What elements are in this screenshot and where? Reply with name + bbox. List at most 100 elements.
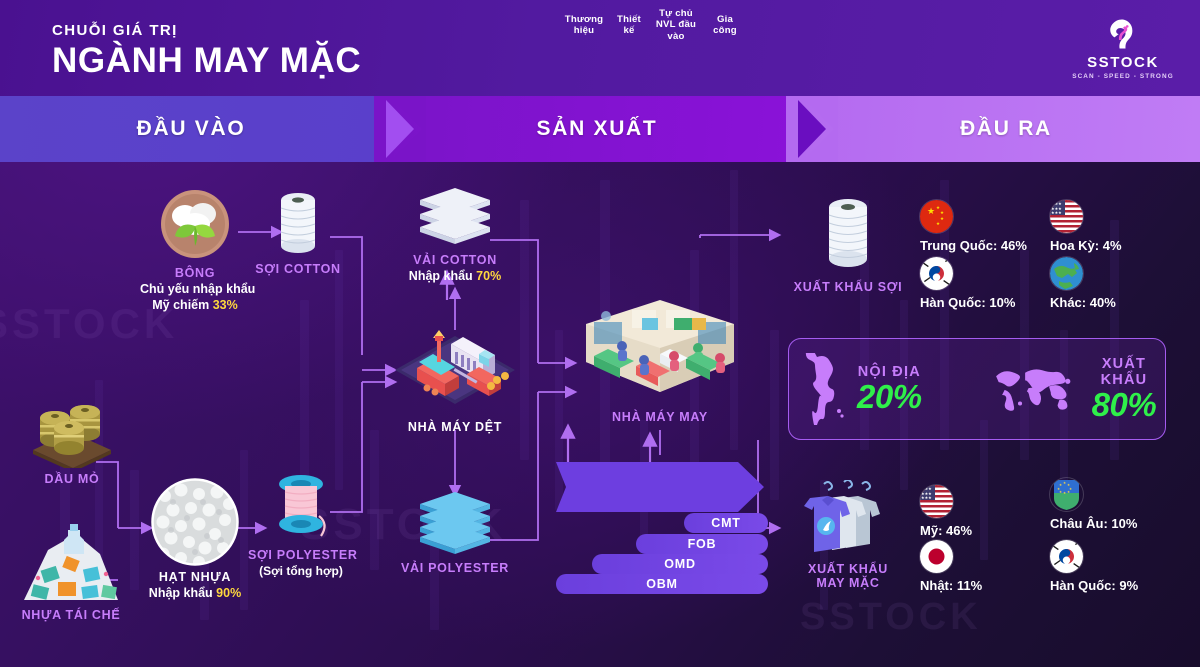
garment-factory-icon xyxy=(586,300,734,392)
flag-usa-icon: ★★★★★★★★★ xyxy=(1050,200,1083,233)
watermark-text: SSTOCK xyxy=(800,596,982,638)
svg-text:★★★: ★★★ xyxy=(921,491,932,496)
value-chain-bar-cmt[interactable]: CMT xyxy=(684,513,768,533)
node-cotton-fabric[interactable]: VẢI COTTON Nhập khẩu 70% xyxy=(400,186,510,283)
svg-text:★★★: ★★★ xyxy=(1051,201,1062,206)
globe-icon xyxy=(1050,257,1083,290)
svg-text:★: ★ xyxy=(1067,490,1070,494)
stage-label-production: SẢN XUẤT xyxy=(536,117,658,140)
yarn-spool-icon xyxy=(280,193,316,253)
svg-text:★: ★ xyxy=(1059,483,1062,487)
value-chain-arrow-shape xyxy=(556,462,764,512)
weaving-factory-icon xyxy=(395,330,515,404)
node-garment-export[interactable]: XUẤT KHẨU MAY MẶC xyxy=(786,480,910,590)
horse-logo-icon xyxy=(1110,18,1133,48)
stage-segment-input[interactable]: ĐẦU VÀO xyxy=(0,96,382,162)
export-label: XUẤT KHẨU xyxy=(1100,355,1148,388)
garment-export-label-1: XUẤT KHẨU xyxy=(808,562,888,576)
weaving-factory-label: NHÀ MÁY DỆT xyxy=(407,420,503,434)
garment-market-korea[interactable]: Hàn Quốc: 9% xyxy=(1050,540,1138,593)
stage-label-output: ĐẦU RA xyxy=(960,117,1052,140)
page-title: NGÀNH MAY MẶC xyxy=(52,41,362,80)
svg-text:★★★: ★★★ xyxy=(1051,206,1062,211)
domestic-export-split-box: NỘI ĐỊA 20% XUẤT KHẨU 80% xyxy=(788,338,1166,440)
plastic-pellet-note: Nhập khẩu 90% xyxy=(148,586,242,600)
svg-text:★: ★ xyxy=(936,205,941,210)
garment-market-usa[interactable]: ★★★★★★★★★ Mỹ: 46% xyxy=(920,485,972,538)
page-header: CHUỖI GIÁ TRỊ NGÀNH MAY MẶC SSTOCK SCAN … xyxy=(0,0,1200,96)
yarn-market-usa-text: Hoa Kỳ: 4% xyxy=(1050,238,1122,253)
svg-text:★: ★ xyxy=(1059,490,1062,494)
cotton-fabric-label: VẢI COTTON xyxy=(413,253,497,267)
node-cotton[interactable]: BÔNG Chủ yếu nhập khẩu Mỹ chiếm 33% xyxy=(140,188,255,312)
node-weaving-factory[interactable]: NHÀ MÁY DỆT xyxy=(385,328,525,434)
svg-text:★★★: ★★★ xyxy=(1051,210,1062,215)
node-polyester-yarn[interactable]: SỢI POLYESTER (Sợi tổng hợp) xyxy=(248,472,358,578)
svg-text:★★★: ★★★ xyxy=(921,486,932,491)
yarn-market-china-text: Trung Quốc: 46% xyxy=(920,238,1027,253)
stage-label-input: ĐẦU VÀO xyxy=(136,117,246,140)
garment-market-korea-text: Hàn Quốc: 9% xyxy=(1050,578,1139,593)
svg-text:★★★: ★★★ xyxy=(921,495,932,500)
flag-korea-icon xyxy=(920,257,953,290)
cotton-note-line2: Mỹ chiếm 33% xyxy=(152,298,238,312)
node-recycled-plastic[interactable]: NHỰA TÁI CHẾ xyxy=(8,520,134,622)
flag-korea-icon xyxy=(1050,540,1083,573)
node-plastic-pellet[interactable]: HẠT NHỰA Nhập khẩu 90% xyxy=(140,478,250,600)
split-export[interactable]: XUẤT KHẨU 80% xyxy=(977,356,1165,423)
yarn-market-other[interactable]: Khác: 40% xyxy=(1050,257,1116,310)
stage-arrow-2-icon xyxy=(786,96,838,162)
polyester-yarn-label: SỢI POLYESTER xyxy=(248,548,358,562)
node-garment-factory[interactable]: NHÀ MÁY MAY xyxy=(570,300,750,424)
cotton-yarn-label: SỢI COTTON xyxy=(255,262,341,276)
node-yarn-export[interactable]: XUẤT KHẨU SỢI xyxy=(790,196,906,294)
value-chain-bar-fob[interactable]: FOB xyxy=(636,534,768,554)
node-cotton-yarn[interactable]: SỢI COTTON xyxy=(250,190,346,276)
yarn-market-korea[interactable]: Hàn Quốc: 10% xyxy=(920,257,1015,310)
cotton-boll-icon xyxy=(161,190,229,258)
yarn-market-other-text: Khác: 40% xyxy=(1050,295,1116,310)
garment-factory-label: NHÀ MÁY MAY xyxy=(612,410,708,424)
garment-market-eu-text: Châu Âu: 10% xyxy=(1050,516,1138,531)
recycled-plastic-label: NHỰA TÁI CHẾ xyxy=(21,608,121,622)
cotton-label: BÔNG xyxy=(174,266,216,280)
flag-china-icon: ★ ★ ★ ★ ★ xyxy=(920,200,953,233)
yarn-market-china[interactable]: ★ ★ ★ ★ ★ Trung Quốc: 46% xyxy=(920,200,1027,253)
node-crude-oil[interactable]: DẦU MỎ xyxy=(12,394,132,486)
yarn-export-label: XUẤT KHẨU SỢI xyxy=(793,280,903,294)
flag-eu-icon: ★★★ ★★★★★ xyxy=(1050,478,1083,511)
logo-tagline: SCAN - SPEED - STRONG xyxy=(1072,72,1174,80)
svg-text:★: ★ xyxy=(1069,487,1072,491)
plastic-pellets-icon xyxy=(151,478,239,566)
stage-segment-output[interactable]: ĐẦU RA xyxy=(794,96,1200,162)
garment-market-japan[interactable]: Nhật: 11% xyxy=(920,540,982,593)
value-chain-bar-obm[interactable]: OBM xyxy=(556,574,768,594)
fabric-stack-icon xyxy=(420,188,490,244)
polyester-spool-icon xyxy=(279,475,326,537)
garment-market-eu[interactable]: ★★★ ★★★★★ Châu Âu: 10% xyxy=(1050,478,1137,531)
node-polyester-fabric[interactable]: VẢI POLYESTER xyxy=(400,490,510,575)
flag-usa-icon: ★★★★★★★★★ xyxy=(920,485,953,518)
garment-export-label-2: MAY MẶC xyxy=(816,576,880,590)
plastic-pellet-label: HẠT NHỰA xyxy=(158,570,232,584)
export-yarn-spool-icon xyxy=(828,199,868,267)
watermark-text: SSTOCK xyxy=(0,300,179,347)
svg-text:★: ★ xyxy=(927,206,935,216)
stage-segment-production[interactable]: SẢN XUẤT xyxy=(382,96,794,162)
logo-wordmark: SSTOCK xyxy=(1087,53,1159,71)
flag-japan-icon xyxy=(920,540,953,573)
domestic-value: 20% xyxy=(857,377,922,415)
crude-oil-label: DẦU MỎ xyxy=(44,472,100,486)
world-map-icon xyxy=(996,369,1071,411)
split-domestic[interactable]: NỘI ĐỊA 20% xyxy=(789,353,977,425)
yarn-market-usa[interactable]: ★★★★★★★★★ Hoa Kỳ: 4% xyxy=(1050,200,1122,253)
brand-logo[interactable]: SSTOCK SCAN - SPEED - STRONG xyxy=(1068,8,1178,88)
yarn-market-korea-text: Hàn Quốc: 10% xyxy=(920,295,1016,310)
value-chain-bar-omd[interactable]: OMD xyxy=(592,554,768,574)
export-value: 80% xyxy=(1091,385,1157,423)
